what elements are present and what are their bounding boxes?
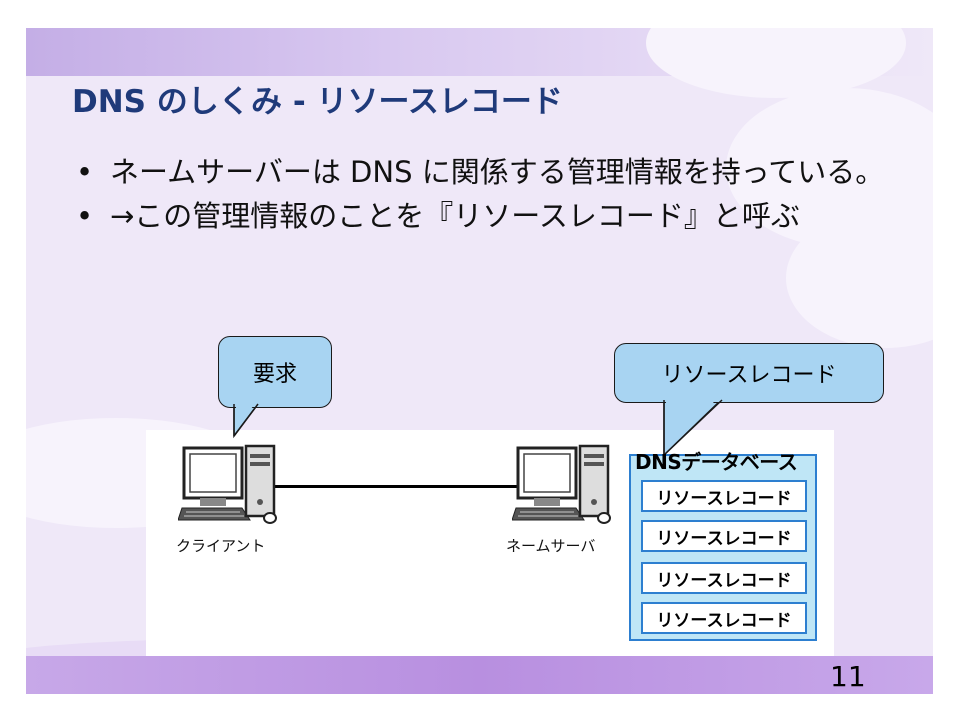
bullet-marker: • bbox=[76, 199, 94, 233]
name-server-computer-icon bbox=[511, 444, 616, 526]
bullet-text: ネームサーバーは DNS に関係する管理情報を持っている。 bbox=[110, 155, 885, 189]
bullet-item: • →この管理情報のことを『リソースレコード』と呼ぶ bbox=[72, 194, 892, 238]
bullet-list: • ネームサーバーは DNS に関係する管理情報を持っている。 • →この管理情… bbox=[72, 150, 892, 238]
client-computer-icon bbox=[177, 444, 282, 526]
resource-record: リソースレコード bbox=[641, 602, 807, 634]
resource-callout-box: リソースレコード bbox=[614, 343, 884, 403]
request-callout-box: 要求 bbox=[218, 336, 332, 408]
bullet-item: • ネームサーバーは DNS に関係する管理情報を持っている。 bbox=[72, 150, 892, 194]
request-callout-text: 要求 bbox=[252, 362, 297, 387]
page-number: 11 bbox=[830, 660, 866, 693]
client-label: クライアント bbox=[176, 537, 266, 555]
resource-record: リソースレコード bbox=[641, 562, 807, 594]
dns-database-title: DNSデータベース bbox=[635, 450, 798, 474]
bottom-decor-band bbox=[26, 656, 933, 694]
bullet-text: →この管理情報のことを『リソースレコード』と呼ぶ bbox=[110, 199, 800, 233]
network-connection-line bbox=[272, 485, 518, 488]
resource-callout-text: リソースレコード bbox=[661, 363, 837, 388]
name-server-label: ネームサーバ bbox=[506, 537, 596, 555]
slide-title: DNS のしくみ - リソースレコード bbox=[72, 84, 563, 120]
cloud-decor bbox=[646, 28, 906, 98]
callout-tail-cover bbox=[663, 398, 723, 456]
callout-tail-cover bbox=[233, 402, 259, 437]
resource-record: リソースレコード bbox=[641, 520, 807, 552]
bullet-marker: • bbox=[76, 155, 94, 189]
dns-database: DNSデータベース リソースレコード リソースレコード リソースレコード リソー… bbox=[629, 450, 817, 641]
resource-record: リソースレコード bbox=[641, 480, 807, 512]
request-callout: 要求 bbox=[214, 336, 334, 439]
cloud-decor bbox=[786, 208, 933, 348]
resource-callout: リソースレコード bbox=[612, 343, 884, 463]
